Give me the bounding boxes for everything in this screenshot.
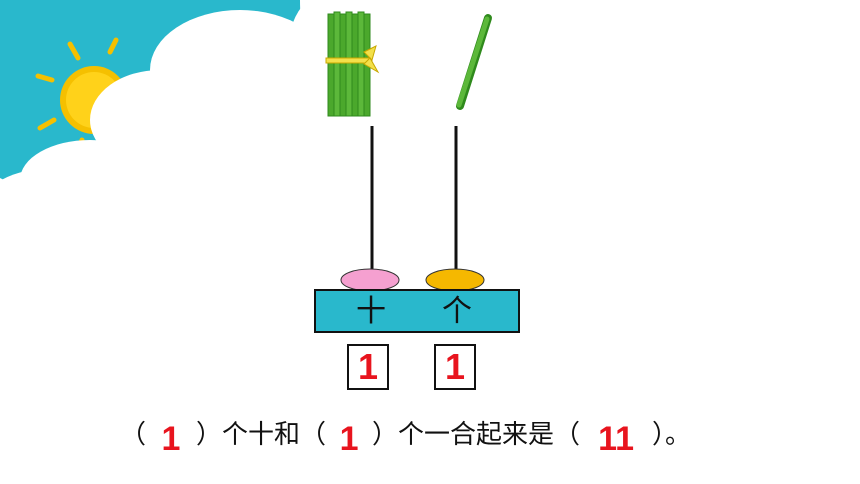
- ones-label: 个: [442, 294, 472, 329]
- ones-digit-box: 1: [434, 344, 476, 390]
- single-stick-icon: [456, 14, 492, 110]
- sentence-part-4: ）。: [652, 420, 692, 450]
- place-value-bar: 十 个: [314, 289, 520, 333]
- answer-tens-count: 1: [161, 420, 181, 458]
- tens-label: 十: [356, 294, 386, 329]
- answer-total: 11: [598, 420, 635, 458]
- sentence-part-2: ）个十和（: [196, 420, 327, 450]
- answer-ones-count: 1: [339, 420, 359, 458]
- tens-bead: [340, 268, 400, 292]
- cloud-icon: [0, 0, 430, 360]
- sentence-part-3: ）个一合起来是（: [372, 420, 581, 450]
- stick-bundle-icon: [325, 11, 380, 117]
- sentence-part-1: （: [120, 420, 147, 450]
- ones-bead: [425, 268, 485, 292]
- answer-sentence: （ 1 ）个十和（ 1 ）个一合起来是（ 11 ）。: [120, 410, 820, 460]
- tens-digit-box: 1: [347, 344, 389, 390]
